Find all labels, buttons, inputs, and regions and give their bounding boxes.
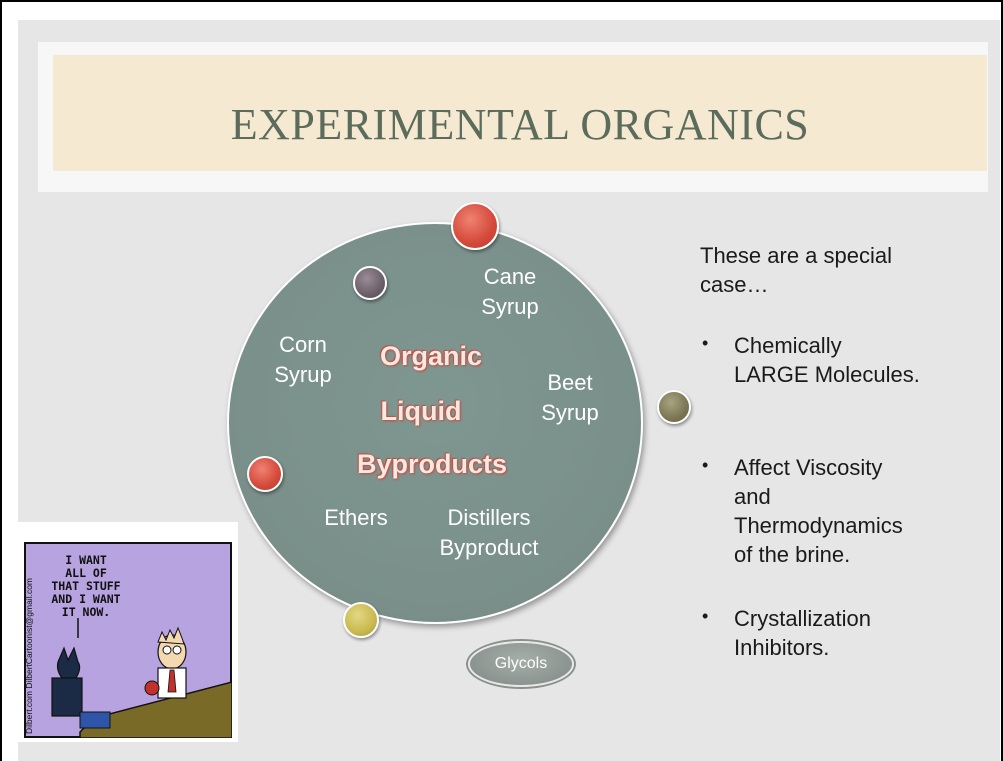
bullet-3: Crystallization Inhibitors.: [734, 606, 871, 660]
organic-byproducts-circle: [227, 222, 643, 624]
bullet-dot-3: •: [702, 606, 709, 626]
label-beet-syrup: Beet Syrup: [541, 370, 599, 425]
bullet-1: Chemically LARGE Molecules.: [734, 333, 920, 387]
cartoon-speech: I WANT ALL OF THAT STUFF AND I WANT IT N…: [51, 553, 121, 619]
red-dot-top: [451, 202, 499, 250]
purple-dot: [353, 266, 387, 300]
title-box: EXPERIMENTAL ORGANICS: [53, 55, 987, 171]
yellow-dot: [343, 602, 379, 638]
intro-text: These are a special case…: [700, 243, 892, 297]
cartoon-panel: Dilbert.com DilbertCartoonist@gmail.com …: [24, 542, 232, 738]
cartoon-illustration: [51, 618, 232, 738]
label-distillers-byproduct: Distillers Byproduct: [439, 505, 539, 560]
bullet-dot-1: •: [702, 333, 709, 353]
dilbert-cartoon: Dilbert.com DilbertCartoonist@gmail.com …: [18, 522, 238, 742]
bullet-dot-2: •: [702, 455, 709, 475]
label-corn-syrup: Corn Syrup: [274, 332, 332, 387]
center-line-byproducts: Byproducts: [356, 449, 508, 479]
bullet-2: Affect Viscosity and Thermodynamics of t…: [734, 455, 903, 567]
label-ethers: Ethers: [324, 505, 388, 530]
label-cane-syrup: Cane Syrup: [481, 264, 539, 319]
olive-dot: [657, 390, 691, 424]
center-line-liquid: Liquid: [380, 396, 462, 426]
red-dot-left: [247, 456, 283, 492]
slide-title: EXPERIMENTAL ORGANICS: [230, 100, 810, 149]
center-line-organic: Organic: [379, 341, 483, 371]
glycols-pill: Glycols: [468, 641, 574, 687]
